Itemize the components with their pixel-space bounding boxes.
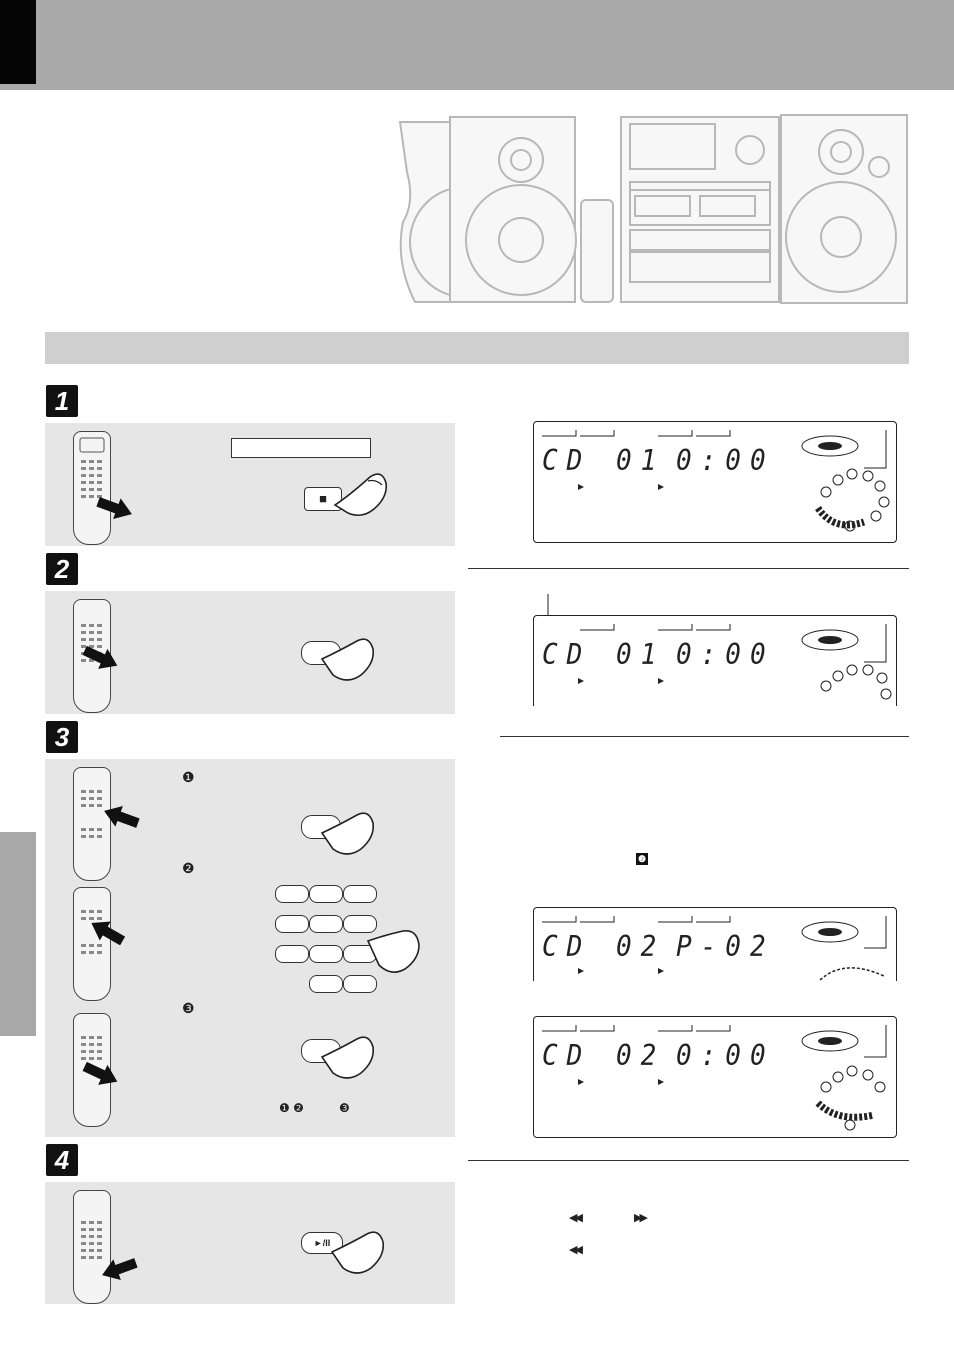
section-heading-bar: [45, 332, 909, 364]
key-2-button[interactable]: [309, 885, 343, 903]
step-3-number: 3: [46, 721, 78, 753]
skip-forward-icon: ▶▶: [634, 1212, 648, 1224]
lcd-display-2: CD 01 0:00: [533, 615, 897, 706]
lcd-indicators: [542, 1025, 887, 1131]
key-6-button[interactable]: [343, 915, 377, 933]
pointer-arrow-icon: [96, 497, 132, 520]
pressing-hand-icon: [320, 812, 375, 855]
side-tab: [0, 832, 36, 1036]
step-1-number: 1: [46, 385, 78, 417]
skip-back-icon: ◀◀: [569, 1244, 583, 1256]
pressing-hand-icon: [320, 638, 375, 681]
repeat-substeps-note-b: ❸: [339, 1101, 350, 1115]
pressing-hand-icon: [330, 1231, 385, 1274]
substep-2-marker: ❷: [182, 860, 195, 876]
remote-control-icon: [73, 767, 111, 881]
substep-1-marker: ❶: [182, 769, 195, 785]
key-5-button[interactable]: [309, 915, 343, 933]
pointer-arrow-icon: [82, 1061, 118, 1085]
header-band: [0, 0, 954, 90]
header-tab: [0, 0, 36, 84]
pointer-arrow-icon: [91, 921, 126, 945]
pressing-hand-icon: [366, 929, 420, 973]
play-pause-button[interactable]: ►/II: [301, 1232, 343, 1254]
repeat-substeps-note-a: ❶ ❷: [279, 1101, 304, 1115]
key-8-button[interactable]: [309, 945, 343, 963]
divider-rule: [468, 568, 909, 569]
key-7-button[interactable]: [275, 945, 309, 963]
lcd-readout-right: 0:00: [676, 638, 775, 672]
lcd-display-4: CD 02 0:00: [533, 1016, 897, 1138]
step-2-panel: [45, 591, 455, 714]
pressing-hand-icon: [333, 473, 388, 517]
divider-rule: [500, 736, 909, 737]
divider-rule: [468, 1160, 909, 1161]
key-1-button[interactable]: [275, 885, 309, 903]
key-plus10-button[interactable]: [343, 975, 377, 993]
skip-back-icon: ◀◀: [569, 1212, 583, 1224]
indicator-label-box: [231, 438, 371, 458]
lcd-readout-right: 0:00: [676, 1039, 775, 1073]
step-1-panel: ■: [45, 423, 455, 546]
lcd-readout-right: 0:00: [676, 444, 775, 478]
step-4-number: 4: [46, 1144, 78, 1176]
pointer-arrow-icon: [104, 805, 140, 828]
step-2-reference-badge: ❷: [636, 853, 648, 865]
stop-button[interactable]: ■: [304, 487, 342, 511]
key-3-button[interactable]: [343, 885, 377, 903]
system-illustration: [398, 114, 908, 304]
lcd-readout-right: P-02: [676, 930, 775, 964]
step-2-number: 2: [46, 553, 78, 585]
lcd-indicators: [542, 916, 887, 981]
lcd-readout-left: CD 01: [542, 638, 666, 672]
lcd-readout-left: CD 02: [542, 930, 666, 964]
pointer-arrow-icon: [102, 1258, 138, 1281]
step-4-panel: ►/II: [45, 1182, 455, 1304]
remote-control-icon: [73, 1190, 111, 1304]
lcd-readout-left: CD 02: [542, 1039, 666, 1073]
pressing-hand-icon: [320, 1036, 375, 1079]
pointer-arrow-icon: [82, 645, 118, 669]
remote-control-icon: [73, 431, 111, 545]
step-3-panel: ❶ ❷ ❸ ❶ ❷ ❸: [45, 759, 455, 1137]
lcd-display-1: CD 01 0:00: [533, 421, 897, 543]
lcd-readout-left: CD 01: [542, 444, 666, 478]
key-0-button[interactable]: [309, 975, 343, 993]
lcd-display-3: CD 02 P-02: [533, 907, 897, 981]
key-4-button[interactable]: [275, 915, 309, 933]
remote-control-icon: [73, 887, 111, 1001]
substep-3-marker: ❸: [182, 1000, 195, 1016]
lcd-indicators: [578, 624, 892, 700]
lcd-indicators: [542, 430, 890, 532]
